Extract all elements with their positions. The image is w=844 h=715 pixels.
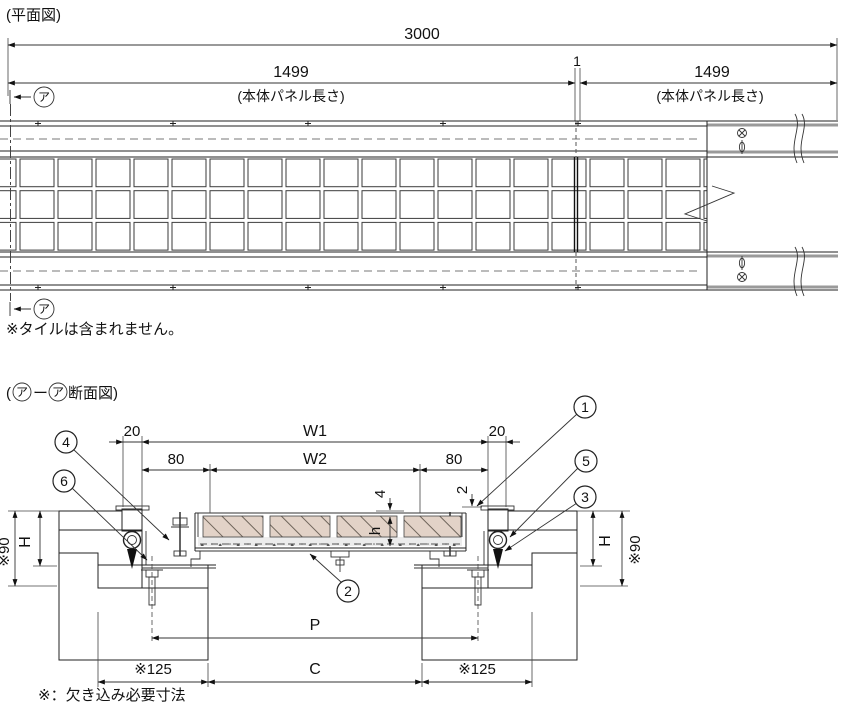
callout-2: 2 [309,553,360,603]
panel-assembly [190,512,467,572]
callout-6: 6 [52,469,148,561]
marker-label: ア [38,302,50,316]
panel-center-support [330,550,350,558]
panel-tile [403,515,462,538]
gasket-right [487,508,509,532]
o-ring-right [488,530,508,550]
dim-notch-right: ※125 [458,661,496,678]
section-callouts: 1 5 3 4 6 [52,395,598,603]
panel-mortar [198,537,462,546]
panel-tile [269,515,331,538]
gasket-left [121,508,143,532]
section-title-close: 断面図) [68,385,118,402]
section-title-marker: ア [52,385,64,399]
plan-title: (平面図) [6,7,61,24]
frame-lip-right [480,505,515,511]
callout-4: 4 [54,430,170,541]
section-title-open: ( [6,385,11,402]
dim-w1: W1 [303,423,327,440]
section-marker-bottom: ア [9,298,55,320]
svg-text:5: 5 [582,453,590,469]
dim-clear-span: C [309,661,321,678]
rail-top-edge [707,123,838,127]
dim-panel-height: h [367,527,384,535]
dim-notch-left: ※125 [134,661,172,678]
o-ring-left [122,530,142,550]
panel-support-right [429,551,440,567]
section-marker-top: ア [9,86,55,108]
dim-h-right: H [597,535,614,547]
svg-text:3: 3 [581,489,589,505]
dim-edge-left: 20 [124,423,141,440]
section-title-dash: ー [33,385,48,402]
svg-text:4: 4 [62,434,70,450]
callout-3: 3 [504,485,597,552]
dim-right-panel-length: 1499 [694,64,730,81]
plan-grid [0,157,707,252]
svg-text:1: 1 [581,399,589,415]
dim-left-panel-length: 1499 [273,64,309,81]
panel-joint-line [573,121,579,290]
svg-text:2: 2 [344,583,352,599]
marker-label: ア [38,90,50,104]
dim-edge-right: 20 [489,423,506,440]
rail-break-lines [793,113,805,297]
plan-frame-rails [683,113,838,297]
plan-section-markers: ア ア [9,86,55,320]
dim-clearance: 2 [454,486,471,494]
callout-5: 5 [509,449,598,538]
dim-drop: 4 [372,490,389,498]
dim-bearing-right: 80 [446,451,463,468]
callout-1: 1 [476,395,597,507]
concrete-left [58,552,209,661]
section-title-marker: ア [16,385,28,399]
dim-depth-right: ※90 [627,535,644,564]
dim-h-left: H [17,536,34,548]
dim-total-length: 3000 [404,26,440,43]
seal-wedge-left [127,549,137,569]
plan-note: ※タイルは含まれません。 [6,321,183,338]
seal-wedge-right [493,549,503,569]
svg-text:6: 6 [60,473,68,489]
fastener-marks [35,120,581,291]
plan-view: (平面図) 3000 1499 (本体パネル長さ) 1 1499 (本体パネル長… [0,7,838,338]
section-title: ( ア ー ア 断面図) [6,382,118,402]
dim-bearing-left: 80 [168,451,185,468]
dim-depth-left: ※90 [0,537,13,566]
cut-notch [683,185,736,222]
rail-screws [737,128,747,282]
plan-dimensions: 3000 1499 (本体パネル長さ) 1 1499 (本体パネル長さ) [7,26,838,121]
section-note: ※：欠き込み必要寸法 [38,687,186,704]
panel-tile [202,515,264,538]
section-view: ( ア ー ア 断面図) [0,382,644,704]
frame-left [115,505,216,643]
panel-support-left [190,551,201,567]
plan-panel-body [0,120,838,291]
concrete-right [421,552,578,661]
section-top-dimensions: 20 W1 20 80 W2 80 4 h 2 [109,423,520,547]
section-side-dimensions: H ※90 H ※90 [0,510,644,587]
dim-left-panel-note: (本体パネル長さ) [237,88,344,104]
section-bottom-dimensions: P ※125 C ※125 [97,612,533,687]
dim-w2: W2 [303,451,327,468]
tile-right [507,510,578,531]
dim-right-panel-note: (本体パネル長さ) [656,88,763,104]
panel-tile [336,515,398,538]
dim-joint-gap: 1 [573,53,581,69]
dim-pitch: P [310,617,321,634]
